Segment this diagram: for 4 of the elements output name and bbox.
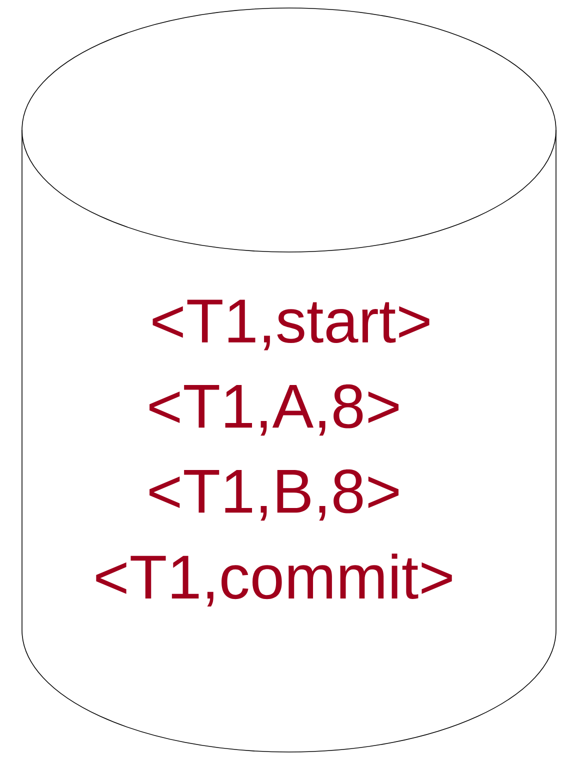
log-record: <T1,start> [152,300,430,350]
log-record: <T1,A,8> [150,384,398,436]
log-record: <T1,commit> [96,554,452,606]
log-record: <T1,B,8> [150,469,398,521]
